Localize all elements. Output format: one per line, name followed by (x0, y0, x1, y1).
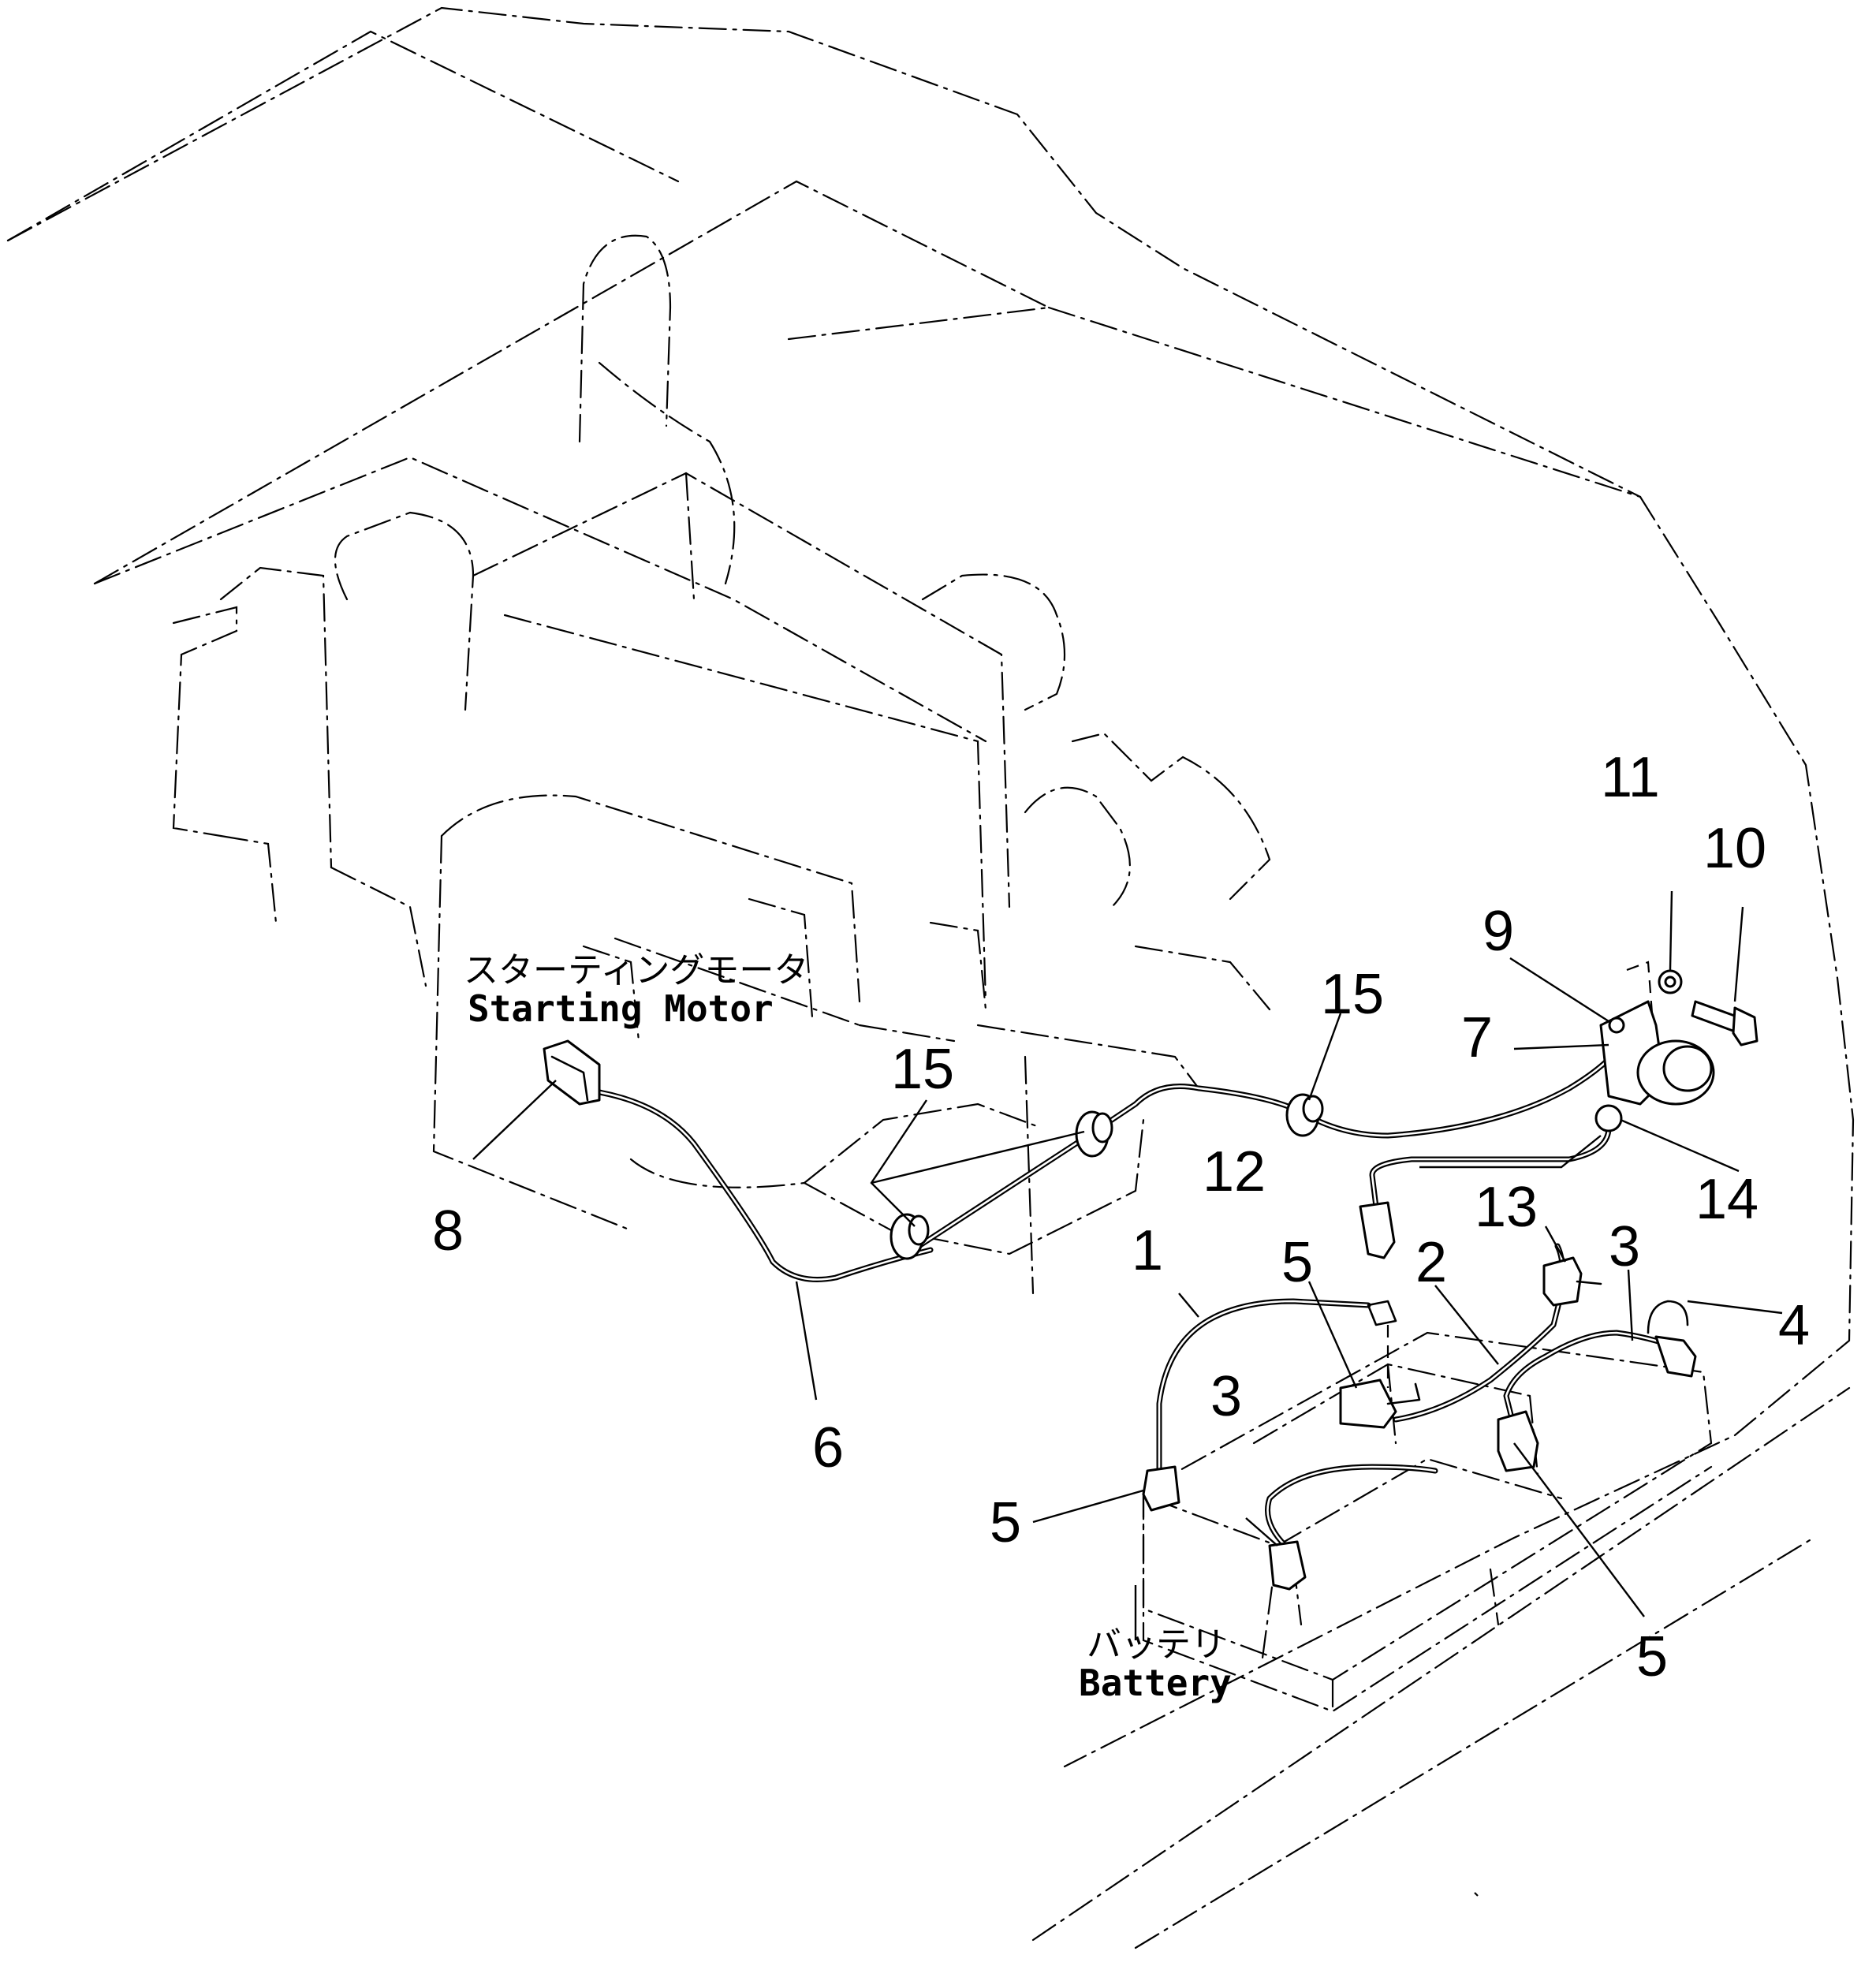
callout-9: 9 (1483, 900, 1514, 963)
callout-8: 8 (432, 1199, 464, 1263)
terminal-3-upper-end (1654, 1335, 1697, 1378)
callout-1: 1 (1132, 1219, 1163, 1282)
callout-6: 6 (812, 1416, 844, 1479)
clamp-15-right (1285, 1093, 1324, 1137)
battery-relay (1594, 961, 1715, 1132)
cable-main-harness (904, 1038, 1628, 1257)
callout-5-bottom: 5 (1636, 1625, 1668, 1688)
callout-5-left: 5 (990, 1491, 1021, 1554)
terminal-5-bottom (1497, 1410, 1539, 1472)
starting-motor-label-jp: スターティングモータ (464, 950, 808, 990)
callout-15-right: 15 (1321, 963, 1384, 1026)
terminal-5-top (1339, 1378, 1421, 1429)
cable-3-upper (1503, 1330, 1683, 1431)
battery-post (1367, 1300, 1397, 1388)
leader-lines (472, 890, 1783, 1640)
clamp-15-center (1075, 1110, 1113, 1158)
callout-7: 7 (1461, 1006, 1493, 1069)
battery-label-en: Battery (1079, 1662, 1232, 1704)
terminal-13 (1542, 1256, 1602, 1307)
callout-4: 4 (1778, 1294, 1810, 1357)
callout-12: 12 (1203, 1140, 1266, 1203)
callout-3-upper: 3 (1609, 1215, 1640, 1278)
callout-2: 2 (1415, 1231, 1447, 1294)
starting-motor-terminal (543, 1039, 601, 1106)
callout-13: 13 (1475, 1176, 1538, 1239)
cable-4 (1647, 1300, 1689, 1334)
callout-numbers: 8 6 15 15 7 9 11 10 12 14 13 3 4 1 5 2 3… (432, 746, 1810, 1688)
machine-body-outline (6, 6, 1855, 1949)
engine-outline (172, 234, 1271, 1295)
callout-3-lower: 3 (1210, 1365, 1242, 1428)
bolt-10 (1691, 1000, 1759, 1046)
cable-12 (1369, 1125, 1612, 1210)
callout-10: 10 (1703, 817, 1766, 880)
terminal-5-left (1142, 1465, 1180, 1512)
starting-motor-label-en: Starting Motor (468, 987, 774, 1030)
callout-5-top: 5 (1281, 1231, 1313, 1294)
battery-label-jp: バッテリ (1087, 1625, 1225, 1665)
cable-3-lower (1265, 1464, 1438, 1549)
terminal-12 (1359, 1201, 1396, 1259)
callout-11: 11 (1601, 746, 1660, 809)
callout-15-left: 15 (891, 1038, 954, 1101)
cable-6 (596, 1089, 934, 1282)
callout-14: 14 (1695, 1168, 1759, 1231)
washer-11 (1658, 969, 1683, 994)
terminal-3-lower-end (1268, 1540, 1307, 1591)
cable-1 (1156, 1298, 1371, 1478)
component-labels: スターティングモータ Starting Motor バッテリ Battery (464, 950, 1232, 1704)
